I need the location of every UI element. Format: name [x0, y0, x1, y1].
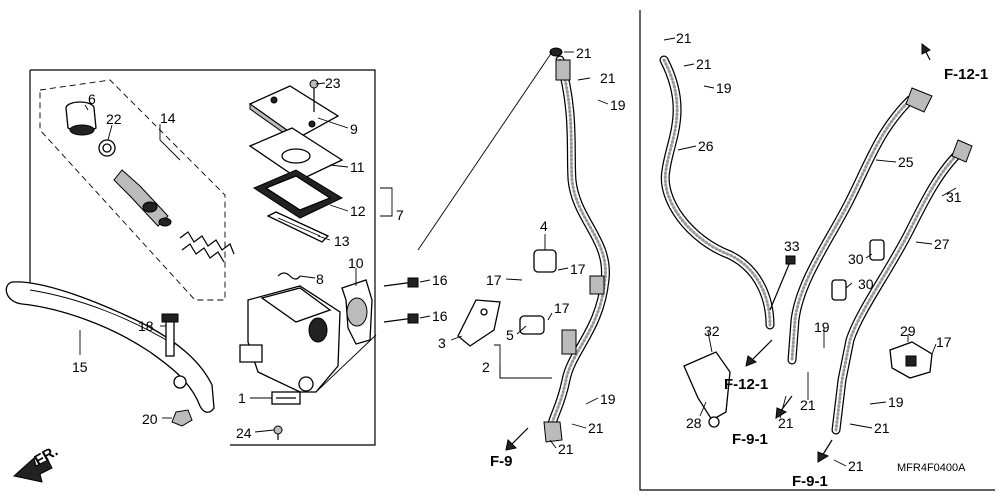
ref-f9: F-9: [490, 453, 513, 470]
callout-24: 24: [236, 425, 252, 441]
callout-19-hose-bottom: 19: [600, 391, 616, 407]
master-cylinder-body: [239, 285, 341, 393]
rear-hose-frame: [639, 10, 995, 491]
callout-11: 11: [350, 159, 365, 175]
callout-15: 15: [72, 359, 88, 375]
hose-25: [787, 87, 933, 365]
callout-21-hose-washer: 21: [600, 70, 616, 86]
callout-19-rear-top: 19: [716, 80, 732, 96]
brake-light-switch: [271, 391, 301, 405]
bolt-33: [769, 255, 796, 311]
callout-21-rear-top: 21: [676, 30, 692, 46]
hose-clamp-5: [519, 315, 545, 335]
diaphragm-plate: [248, 127, 344, 181]
callout-21-rear-right: 21: [874, 420, 890, 436]
piston-spring: [179, 231, 235, 263]
callout-21-hose-top: 21: [576, 45, 592, 61]
callout-33: 33: [784, 238, 800, 254]
callout-26: 26: [698, 138, 714, 154]
callout-21-rear-bottom: 21: [848, 458, 864, 474]
callout-16-upper: 16: [432, 272, 448, 288]
callout-1: 1: [238, 390, 246, 406]
callout-17-guide: 17: [554, 300, 570, 316]
callout-23: 23: [325, 75, 341, 91]
hose-26: [659, 55, 775, 330]
ref-f9-1-bottom: F-9-1: [792, 473, 828, 490]
reservoir-spring-clip: [277, 272, 301, 280]
callout-10: 10: [348, 255, 364, 271]
callout-27: 27: [934, 236, 950, 252]
brake-lever: [5, 281, 215, 413]
callout-labels: 6 22 14 23 9 11 12 13 7 8 10 16 16 1 24 …: [72, 30, 962, 474]
ref-f12-1-top: F-12-1: [944, 66, 988, 83]
callout-16-lower: 16: [432, 308, 448, 324]
callout-5: 5: [506, 327, 514, 343]
leader-lines: [79, 37, 957, 467]
callout-7: 7: [396, 207, 404, 223]
hose-27: [831, 139, 973, 435]
callout-19-rear-mid: 19: [814, 319, 830, 335]
callout-21-rear-mid: 21: [800, 397, 816, 413]
diagram-code: MFR4F0400A: [897, 462, 966, 474]
reference-labels: F-9 F-12-1 F-12-1 F-9-1 F-9-1 FR.: [32, 66, 989, 490]
cap-screw: [309, 79, 319, 112]
callout-22: 22: [106, 111, 122, 127]
callout-6: 6: [88, 91, 96, 107]
callout-21-rear-washer: 21: [696, 56, 712, 72]
delay-valve-29: [889, 341, 933, 379]
callout-9: 9: [350, 121, 358, 137]
lever-pivot-nut: [171, 409, 193, 427]
piston-boot: [65, 101, 97, 136]
callout-2: 2: [482, 359, 490, 375]
callout-21-hose-bottom: 21: [588, 420, 604, 436]
callout-19-rear-right: 19: [888, 394, 904, 410]
callout-18: 18: [138, 318, 154, 334]
callout-12: 12: [350, 203, 366, 219]
clips-30: [831, 239, 885, 301]
hose-guide-bracket: [457, 299, 501, 347]
callout-4: 4: [540, 218, 548, 234]
callout-32: 32: [704, 323, 720, 339]
switch-screw: [273, 425, 283, 440]
diagram-code-box: MFR4F0400A: [894, 460, 978, 474]
reference-arrows: [505, 43, 931, 463]
piston-kit-frame: [39, 79, 226, 301]
callout-8: 8: [316, 271, 324, 287]
callout-20: 20: [142, 411, 158, 427]
ref-f12-1-mid: F-12-1: [724, 376, 768, 393]
ref-f9-1-mid: F-9-1: [732, 431, 768, 448]
proportioning-valve-28: [683, 351, 731, 428]
callout-28: 28: [686, 415, 702, 431]
holder-clamp: [341, 279, 373, 345]
front-brake-hose: [543, 47, 610, 443]
callout-19-hose-top: 19: [610, 97, 626, 113]
callout-17-clamp: 17: [570, 261, 586, 277]
callout-21-rear-low: 21: [778, 415, 794, 431]
callout-30-lower: 30: [858, 276, 874, 292]
callout-30-upper: 30: [848, 251, 864, 267]
callout-13: 13: [334, 233, 350, 249]
master-cylinder-frame: [29, 69, 376, 446]
callout-14: 14: [160, 110, 176, 126]
callout-3: 3: [438, 335, 446, 351]
diaphragm: [252, 169, 344, 219]
piston: [113, 169, 172, 227]
callout-17-bracket: 17: [486, 272, 502, 288]
hose-clamp-4: [533, 249, 557, 273]
circlip: [98, 139, 116, 157]
callout-25: 25: [898, 154, 914, 170]
holder-bolts: [383, 277, 419, 324]
callout-21-hose-end: 21: [558, 441, 574, 457]
callout-29: 29: [900, 323, 916, 339]
float: [266, 211, 330, 243]
front-direction-arrow: [12, 457, 53, 483]
lever-pivot-bolt: [161, 313, 179, 357]
callout-31: 31: [946, 189, 962, 205]
callout-17-valve: 17: [936, 334, 952, 350]
